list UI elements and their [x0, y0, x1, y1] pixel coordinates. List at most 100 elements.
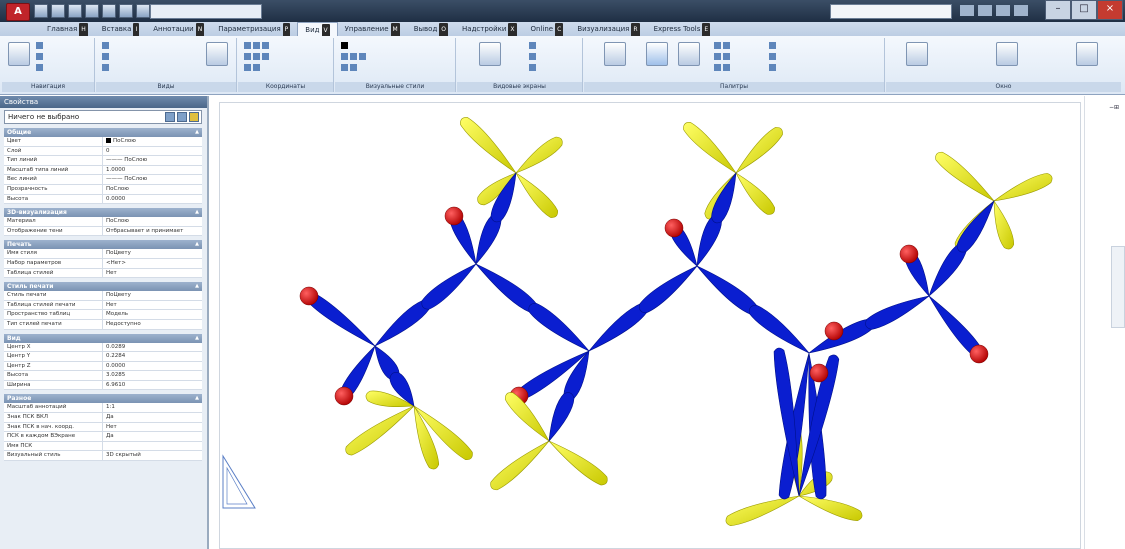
view-left-icon[interactable]: [102, 64, 111, 73]
quick-select-icon[interactable]: [189, 112, 199, 122]
named-viewports-icon[interactable]: [529, 42, 538, 51]
minimize-button[interactable]: –: [1045, 0, 1071, 20]
switch-windows-icon[interactable]: [906, 42, 928, 66]
property-section-header[interactable]: Стиль печати: [4, 282, 202, 292]
materials-icon[interactable]: [769, 53, 778, 62]
property-value[interactable]: <Нет>: [106, 259, 126, 266]
zoom-icon[interactable]: [36, 64, 45, 73]
orbit-icon[interactable]: [36, 42, 45, 51]
property-value[interactable]: 3D скрытый: [106, 452, 141, 459]
property-row[interactable]: Вес линий——— ПоСлою: [4, 175, 202, 185]
property-value[interactable]: ПоЦвету: [106, 250, 131, 257]
infocenter-search-input[interactable]: [830, 4, 952, 19]
property-section-header[interactable]: Общие: [4, 128, 202, 137]
property-row[interactable]: Имя ПСК: [4, 441, 202, 452]
toolbars-icon[interactable]: [1076, 42, 1098, 66]
view-top-icon[interactable]: [102, 42, 111, 51]
application-menu-button[interactable]: A: [6, 3, 30, 21]
new-icon[interactable]: [34, 4, 48, 18]
signin-icon[interactable]: [978, 5, 992, 16]
visual-style-icon[interactable]: [341, 42, 350, 51]
redo-icon[interactable]: [136, 4, 150, 18]
property-value[interactable]: ПоСлою: [106, 218, 129, 225]
property-value[interactable]: Да: [106, 433, 114, 440]
view-manager-icon[interactable]: [206, 42, 228, 66]
property-value[interactable]: 1:1: [106, 404, 115, 411]
property-value[interactable]: Отбрасывает и принимает: [106, 227, 184, 234]
join-viewports-icon[interactable]: [529, 53, 538, 62]
steeringwheels-icon[interactable]: [8, 42, 30, 66]
property-value[interactable]: Нет: [106, 423, 117, 430]
pan-icon[interactable]: [36, 53, 45, 62]
plot-icon[interactable]: [102, 4, 116, 18]
property-value[interactable]: [103, 442, 202, 451]
toggle-pickadd-icon[interactable]: [165, 112, 175, 122]
property-section-header[interactable]: Разное: [4, 394, 202, 404]
workspace-select[interactable]: [150, 4, 262, 19]
property-value[interactable]: 1.0000: [106, 166, 126, 173]
save-as-icon[interactable]: [85, 4, 99, 18]
maximize-button[interactable]: □: [1071, 0, 1097, 20]
markup-icon[interactable]: [714, 53, 732, 62]
view-front-icon[interactable]: [102, 53, 111, 62]
property-row[interactable]: Набор параметров<Нет>: [4, 258, 202, 269]
viewport-config-icon[interactable]: [479, 42, 501, 66]
select-objects-icon[interactable]: [177, 112, 187, 122]
edges-icon[interactable]: [341, 64, 359, 73]
save-icon[interactable]: [68, 4, 82, 18]
close-button[interactable]: ×: [1097, 0, 1123, 20]
search-icon[interactable]: [960, 5, 974, 16]
property-value[interactable]: 0.0000: [106, 362, 126, 369]
property-value[interactable]: ПоЦвету: [106, 292, 131, 299]
property-value[interactable]: 6.9610: [106, 381, 126, 388]
user-interface-icon[interactable]: [996, 42, 1018, 66]
selection-dropdown[interactable]: Ничего не выбрано: [4, 110, 202, 124]
navigation-bar[interactable]: [1111, 246, 1125, 328]
property-value[interactable]: 0.0000: [106, 195, 126, 202]
quickcalc-icon[interactable]: [714, 64, 732, 73]
property-value[interactable]: 0.2284: [106, 353, 126, 360]
property-section-header[interactable]: 3D-визуализация: [4, 208, 202, 218]
property-row[interactable]: Тип линий——— ПоСлою: [4, 156, 202, 166]
property-row[interactable]: Знак ПСК в нач. коорд.Нет: [4, 422, 202, 433]
property-value[interactable]: 3.0285: [106, 372, 126, 379]
design-center-icon[interactable]: [678, 42, 700, 66]
undo-icon[interactable]: [119, 4, 133, 18]
ucs-world-icon[interactable]: [244, 53, 271, 62]
lights-icon[interactable]: [769, 64, 778, 73]
property-value[interactable]: 0: [106, 147, 110, 154]
help-icon[interactable]: [1014, 5, 1028, 16]
property-value[interactable]: ——— ПоСлою: [106, 176, 148, 183]
tool-palettes-icon[interactable]: [604, 42, 626, 66]
property-value[interactable]: ПоСлою: [103, 137, 202, 146]
